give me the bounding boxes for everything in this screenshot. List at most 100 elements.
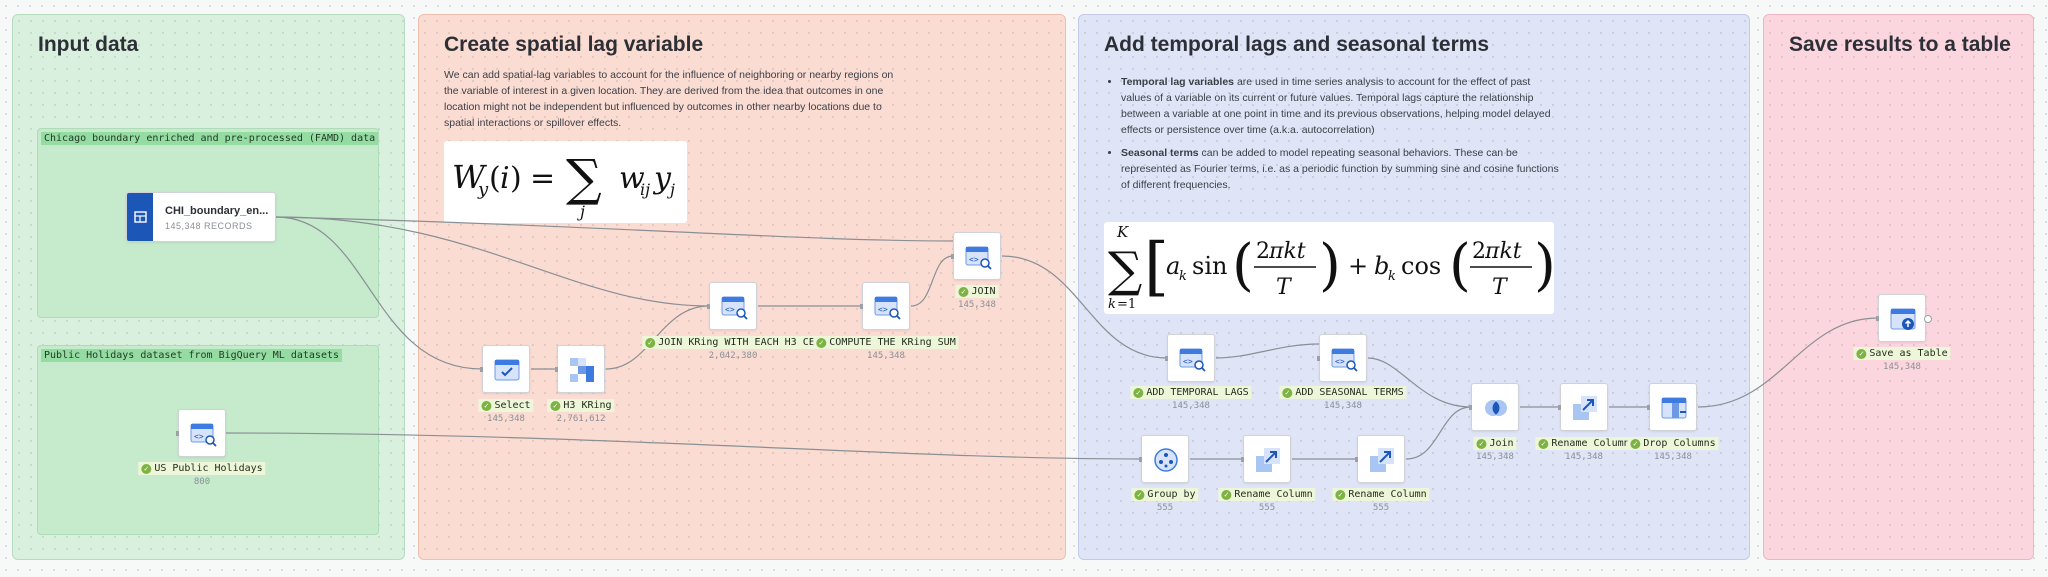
group-by-count: 555 xyxy=(1156,503,1174,513)
svg-text:=: = xyxy=(530,161,555,196)
save-results-panel xyxy=(1763,14,2034,560)
svg-text:w: w xyxy=(619,161,645,196)
source-title: CHI_boundary_en... xyxy=(165,205,269,217)
select-node[interactable] xyxy=(480,345,530,393)
drop-columns-label: ✓Drop Columns xyxy=(1627,437,1719,450)
select-count: 145,348 xyxy=(487,414,525,424)
svg-text:y: y xyxy=(477,179,489,200)
svg-text:+: + xyxy=(1348,252,1368,280)
svg-text:(: ( xyxy=(1449,233,1471,298)
sql-query-icon: <> xyxy=(1179,348,1206,372)
success-check-icon: ✓ xyxy=(1221,489,1232,500)
svg-text:2: 2 xyxy=(1472,239,1486,264)
success-check-icon: ✓ xyxy=(1856,348,1867,359)
temporal-lags-count: 145,348 xyxy=(1172,401,1210,411)
svg-text:b: b xyxy=(1374,252,1389,280)
success-check-icon: ✓ xyxy=(1282,387,1293,398)
temporal-description: Temporal lag variables are used in time … xyxy=(1105,74,1560,200)
h3-kring-count: 2,761,612 xyxy=(556,414,606,424)
rename-icon xyxy=(1256,448,1280,472)
svg-text:T: T xyxy=(1492,275,1509,300)
success-check-icon: ✓ xyxy=(1476,438,1487,449)
join-kring-label: ✓JOIN KRing WITH EACH H3 CEL xyxy=(642,336,824,349)
join-final-node[interactable] xyxy=(1469,383,1519,431)
svg-text:): ) xyxy=(510,161,522,196)
chicago-boundary-source-node[interactable]: CHI_boundary_en... 145,348 RECORDS xyxy=(126,192,276,242)
temporal-lags-node[interactable]: <> xyxy=(1165,334,1215,382)
svg-text:(: ( xyxy=(489,161,501,196)
svg-text:k: k xyxy=(1108,297,1116,312)
svg-text:(: ( xyxy=(1232,233,1254,298)
seasonal-terms-label: ✓ADD SEASONAL TERMS xyxy=(1279,386,1407,399)
success-check-icon: ✓ xyxy=(141,463,152,474)
svg-text:<>: <> xyxy=(1183,357,1193,366)
success-check-icon: ✓ xyxy=(1134,489,1145,500)
svg-text:=1: =1 xyxy=(1117,297,1136,312)
us-holidays-node[interactable]: <> xyxy=(176,409,226,457)
join-kring-node[interactable]: <> xyxy=(707,282,757,330)
success-check-icon: ✓ xyxy=(645,337,656,348)
svg-text:i: i xyxy=(500,161,510,196)
rename-column-node-b[interactable] xyxy=(1241,435,1291,483)
svg-text:): ) xyxy=(1534,233,1554,298)
rename-column-node-c[interactable] xyxy=(1355,435,1405,483)
temporal-lags-label: ✓ADD TEMPORAL LAGS xyxy=(1130,386,1252,399)
select-label: ✓Select xyxy=(478,399,534,412)
rename-column-label-b: ✓Rename Column xyxy=(1218,488,1316,501)
spatial-panel-title: Create spatial lag variable xyxy=(444,33,704,56)
temporal-panel-title: Add temporal lags and seasonal terms xyxy=(1104,33,1490,56)
seasonal-terms-node[interactable]: <> xyxy=(1317,334,1367,382)
rename-column-count-a: 145,348 xyxy=(1565,452,1603,462)
rename-column-node-a[interactable] xyxy=(1558,383,1608,431)
join-final-count: 145,348 xyxy=(1476,452,1514,462)
rename-icon xyxy=(1573,396,1597,420)
source-accent-bar xyxy=(127,193,153,241)
holidays-group-label: Public Holidays dataset from BigQuery ML… xyxy=(41,349,343,362)
drop-columns-count: 145,348 xyxy=(1654,452,1692,462)
save-as-table-node[interactable] xyxy=(1876,294,1926,342)
success-check-icon: ✓ xyxy=(816,337,827,348)
svg-text:K: K xyxy=(1116,223,1129,241)
h3-kring-node[interactable] xyxy=(555,345,605,393)
source-records: 145,348 RECORDS xyxy=(165,221,253,231)
svg-text:k: k xyxy=(1179,269,1187,284)
spatial-lag-formula: W y ( i ) = ∑ j w ij y j xyxy=(444,141,687,223)
group-by-icon xyxy=(1154,448,1178,472)
h3-grid-icon xyxy=(570,358,594,382)
join-top-node[interactable]: <> xyxy=(951,232,1001,280)
drop-columns-node[interactable] xyxy=(1647,383,1697,431)
svg-text:2: 2 xyxy=(1256,239,1270,264)
seasonal-terms-count: 145,348 xyxy=(1324,401,1362,411)
input-panel-title: Input data xyxy=(38,33,139,56)
table-icon xyxy=(134,211,147,223)
rename-column-label-c: ✓Rename Column xyxy=(1332,488,1430,501)
spatial-description: We can add spatial-lag variables to acco… xyxy=(444,69,894,129)
sql-query-icon: <> xyxy=(965,246,992,270)
output-port[interactable] xyxy=(1924,315,1932,323)
compute-kring-node[interactable]: <> xyxy=(860,282,910,330)
success-check-icon: ✓ xyxy=(1630,438,1641,449)
sql-query-icon: <> xyxy=(1331,348,1358,372)
svg-text:y: y xyxy=(652,161,672,196)
join-top-count: 145,348 xyxy=(958,300,996,310)
group-by-label: ✓Group by xyxy=(1131,488,1199,501)
temporal-lag-bullet: Temporal lag variables are used in time … xyxy=(1121,74,1560,138)
success-check-icon: ✓ xyxy=(550,400,561,411)
group-by-node[interactable] xyxy=(1139,435,1189,483)
success-check-icon: ✓ xyxy=(1335,489,1346,500)
svg-text:<>: <> xyxy=(969,255,979,264)
svg-text:sin: sin xyxy=(1192,252,1227,280)
svg-text:<>: <> xyxy=(1335,357,1345,366)
rename-column-count-c: 555 xyxy=(1372,503,1390,513)
rename-icon xyxy=(1370,448,1394,472)
svg-text:πkt: πkt xyxy=(1268,239,1306,264)
svg-text:<>: <> xyxy=(725,305,735,314)
svg-text:a: a xyxy=(1166,252,1180,280)
join-final-label: ✓Join xyxy=(1473,437,1517,450)
success-check-icon: ✓ xyxy=(1538,438,1549,449)
join-icon xyxy=(1485,400,1507,416)
svg-text:j: j xyxy=(577,202,585,221)
svg-text:cos: cos xyxy=(1401,252,1441,280)
success-check-icon: ✓ xyxy=(481,400,492,411)
